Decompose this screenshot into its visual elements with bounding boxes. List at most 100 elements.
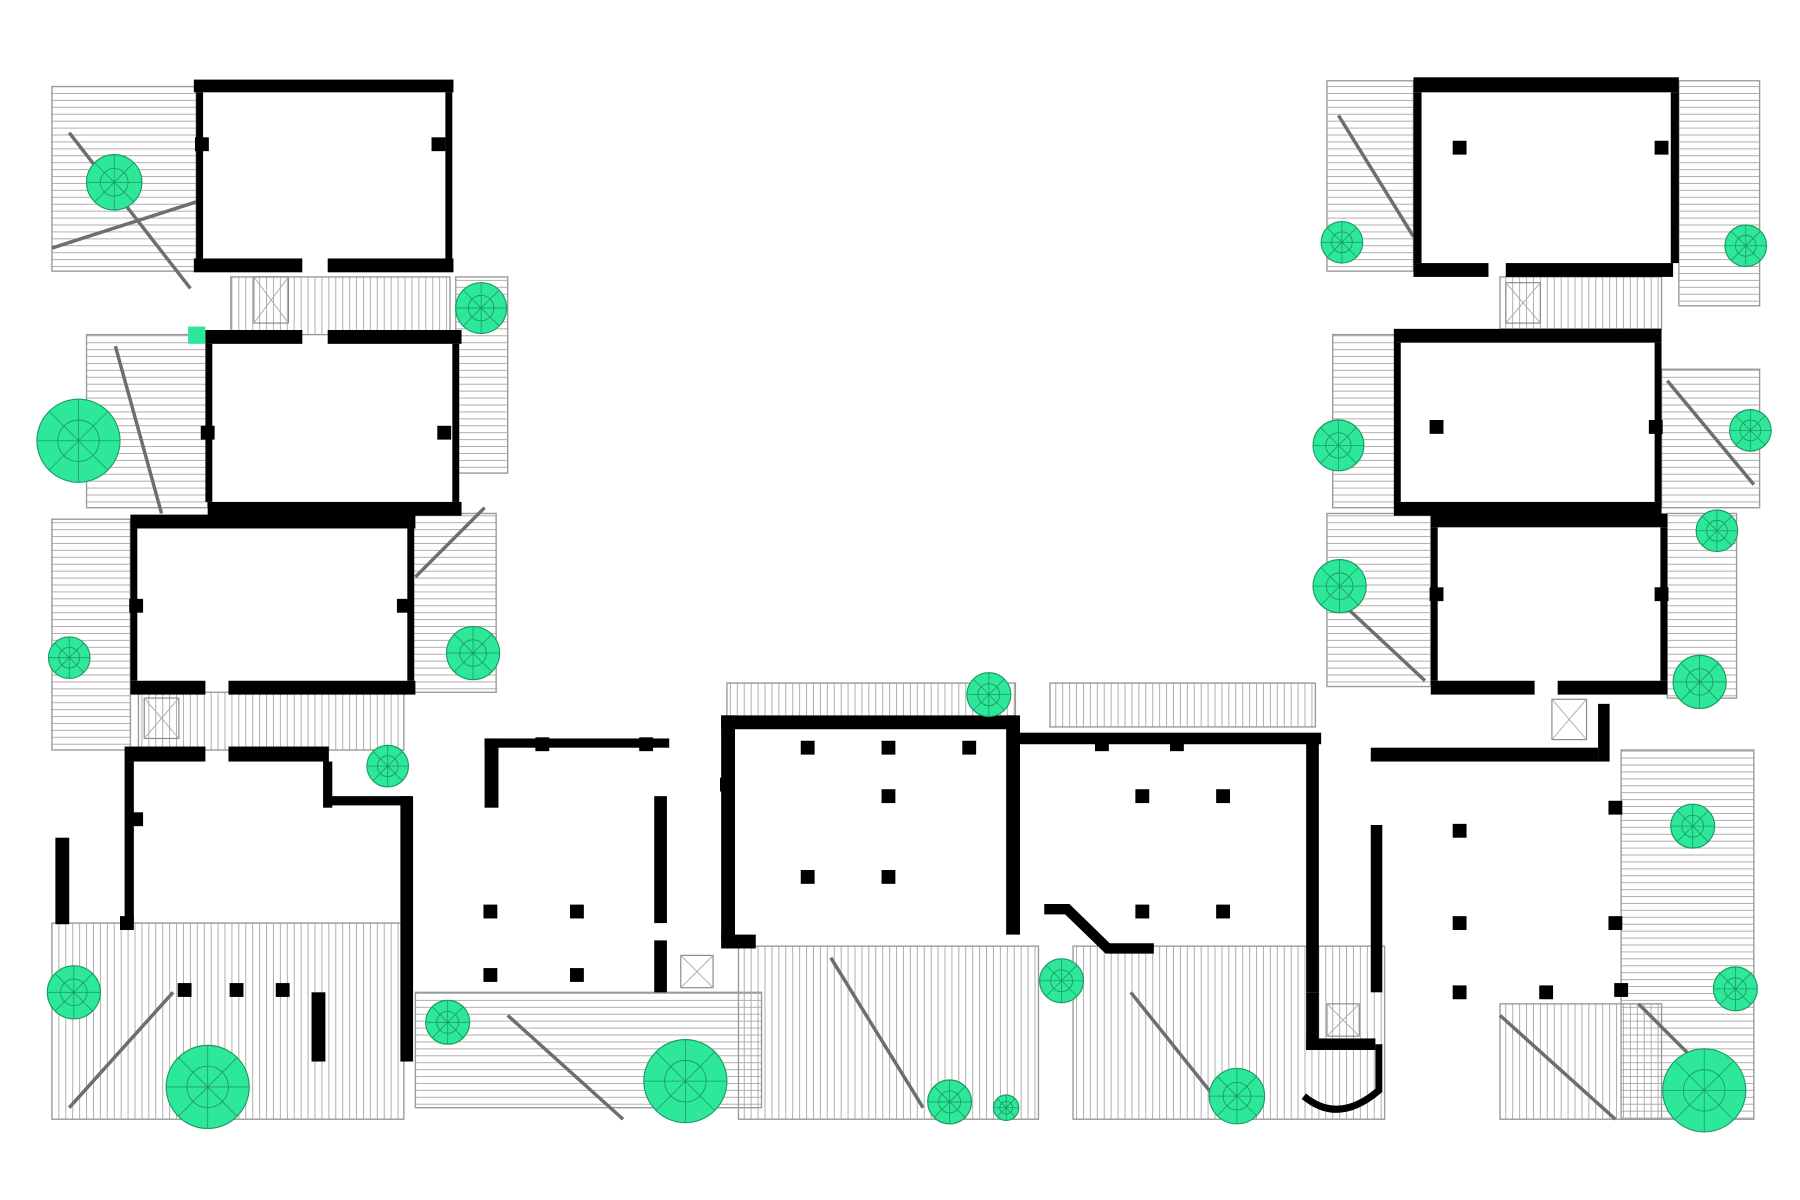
column <box>437 425 452 440</box>
spiral-stairs-layer <box>36 154 1772 1133</box>
spiral-stair-step <box>996 1107 1007 1117</box>
spiral-stair-step <box>1326 227 1343 243</box>
scaffold-zone <box>1049 682 1317 728</box>
scaffold-brace <box>414 506 486 579</box>
spiral-stair-step <box>1750 430 1766 446</box>
spiral-stair-step <box>472 634 493 654</box>
elevator-icon <box>1326 1003 1360 1037</box>
column <box>1216 789 1230 804</box>
wall <box>1393 328 1662 343</box>
wall <box>196 92 204 259</box>
spiral-stair-step <box>1061 964 1078 982</box>
spiral-stair-step <box>1716 515 1732 532</box>
column <box>1135 904 1150 919</box>
spiral-stair-step <box>372 765 388 782</box>
wall <box>400 796 414 1062</box>
wall <box>1306 992 1319 1050</box>
column <box>639 737 654 752</box>
spiral-stair-step <box>1674 1090 1705 1121</box>
column <box>1135 789 1150 804</box>
spiral-stair-step <box>54 642 70 658</box>
scaffold-zone <box>1499 276 1663 330</box>
scaffold-brace <box>1665 379 1756 486</box>
elevator-shaft <box>1326 1003 1360 1037</box>
spiral-stair-step <box>1217 1095 1238 1117</box>
column <box>177 983 192 997</box>
spiral-stair-step <box>1339 567 1359 587</box>
spiral-stair-step <box>1326 242 1343 258</box>
column <box>483 904 498 919</box>
spiral-stair-step <box>73 992 93 1012</box>
wall <box>1413 263 1489 277</box>
elevator-shaft <box>253 276 290 324</box>
wall <box>130 514 416 529</box>
column <box>881 740 896 755</box>
curved-wall <box>1301 1044 1383 1113</box>
wall <box>323 761 333 808</box>
spiral-stair-step <box>372 751 388 767</box>
spiral-stair-step <box>94 162 115 183</box>
column <box>1452 823 1467 838</box>
elevator-icon <box>1551 698 1588 741</box>
elevator-shaft <box>1505 282 1541 324</box>
elevator-shaft <box>143 697 180 740</box>
spiral-stair-step <box>113 162 135 183</box>
column <box>275 983 290 997</box>
spiral-stair-step <box>685 1051 716 1082</box>
elevator-icon <box>253 276 290 324</box>
spiral-stair-icon <box>1312 559 1367 614</box>
spiral-stair-step <box>973 694 990 711</box>
spiral-stair-step <box>1735 415 1751 431</box>
spiral-stair-step <box>1716 530 1732 546</box>
wall <box>193 79 454 93</box>
spiral-stair-step <box>1735 973 1752 990</box>
spiral-stair-step <box>1005 1098 1016 1108</box>
spiral-stair-step <box>1735 988 1752 1005</box>
spiral-stair-step <box>1005 1107 1016 1117</box>
spiral-stair-step <box>973 678 990 695</box>
spiral-stair-step <box>1338 427 1357 446</box>
elevator-cross <box>1505 282 1541 324</box>
spiral-stair-icon <box>1670 803 1716 849</box>
column <box>881 870 896 884</box>
spiral-stair-step <box>207 1057 238 1088</box>
scaffold-brace <box>1337 598 1427 683</box>
wall <box>1557 680 1668 695</box>
spiral-stair-step <box>655 1051 686 1082</box>
spiral-stair-step <box>54 992 75 1012</box>
spiral-stair-step <box>1320 427 1339 446</box>
scaffold-brace <box>506 1014 625 1121</box>
wall <box>1015 732 1322 745</box>
wall <box>311 992 326 1062</box>
spiral-stair-step <box>1045 980 1062 997</box>
spiral-stair-step <box>73 973 93 993</box>
spiral-stair-step <box>1674 1060 1705 1091</box>
wall <box>1505 263 1674 277</box>
spiral-stair-step <box>480 289 500 309</box>
spiral-stair-step <box>54 657 70 673</box>
spiral-stair-step <box>94 182 115 203</box>
spiral-stair-step <box>480 307 500 327</box>
scaffold-brace <box>67 131 192 290</box>
column <box>800 870 815 884</box>
column <box>881 789 896 804</box>
column <box>1608 916 1623 930</box>
spiral-stair-step <box>655 1080 686 1111</box>
spiral-stair-step <box>1735 430 1751 446</box>
scaffold-zone <box>1678 80 1761 307</box>
diagonal-wall <box>1044 904 1154 954</box>
spiral-stair-step <box>1236 1095 1257 1117</box>
wall <box>484 738 499 808</box>
wall <box>327 330 462 344</box>
column <box>720 777 734 792</box>
column <box>1608 800 1623 815</box>
wall <box>207 501 462 516</box>
elevator-shaft <box>680 954 714 989</box>
spiral-stair-step <box>454 652 474 673</box>
spiral-stair-icon <box>1712 966 1758 1012</box>
scaffold-brace <box>113 345 164 514</box>
column <box>1654 587 1669 602</box>
spiral-stair-icon <box>445 625 501 681</box>
spiral-stair-step <box>1730 230 1747 247</box>
